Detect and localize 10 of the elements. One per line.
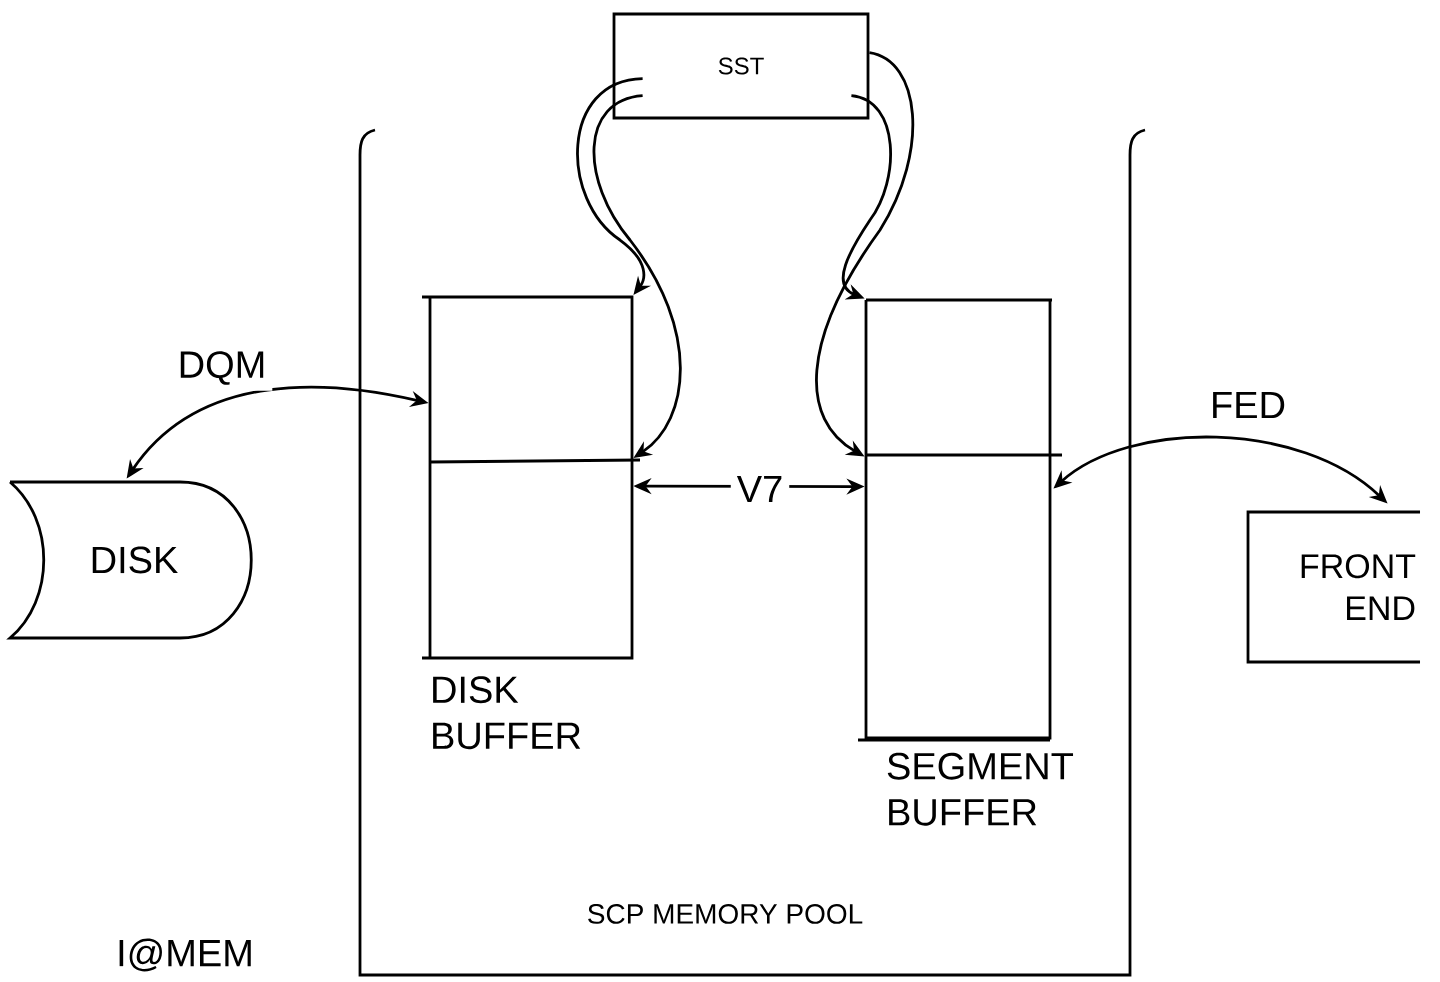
segment-buffer-box: SEGMENT BUFFER	[858, 298, 1074, 826]
sst-box: SST	[612, 12, 870, 120]
edge-label: DQM	[171, 345, 273, 391]
disk-buffer-box: DISK BUFFER	[422, 295, 641, 750]
arrow	[841, 94, 892, 300]
edge-label: FED	[1204, 385, 1292, 425]
arrow	[815, 51, 915, 457]
front-end-box: FRONT END	[1246, 510, 1420, 664]
diagram-label: I@MEM	[119, 938, 251, 972]
edge-label: V7	[730, 469, 790, 509]
